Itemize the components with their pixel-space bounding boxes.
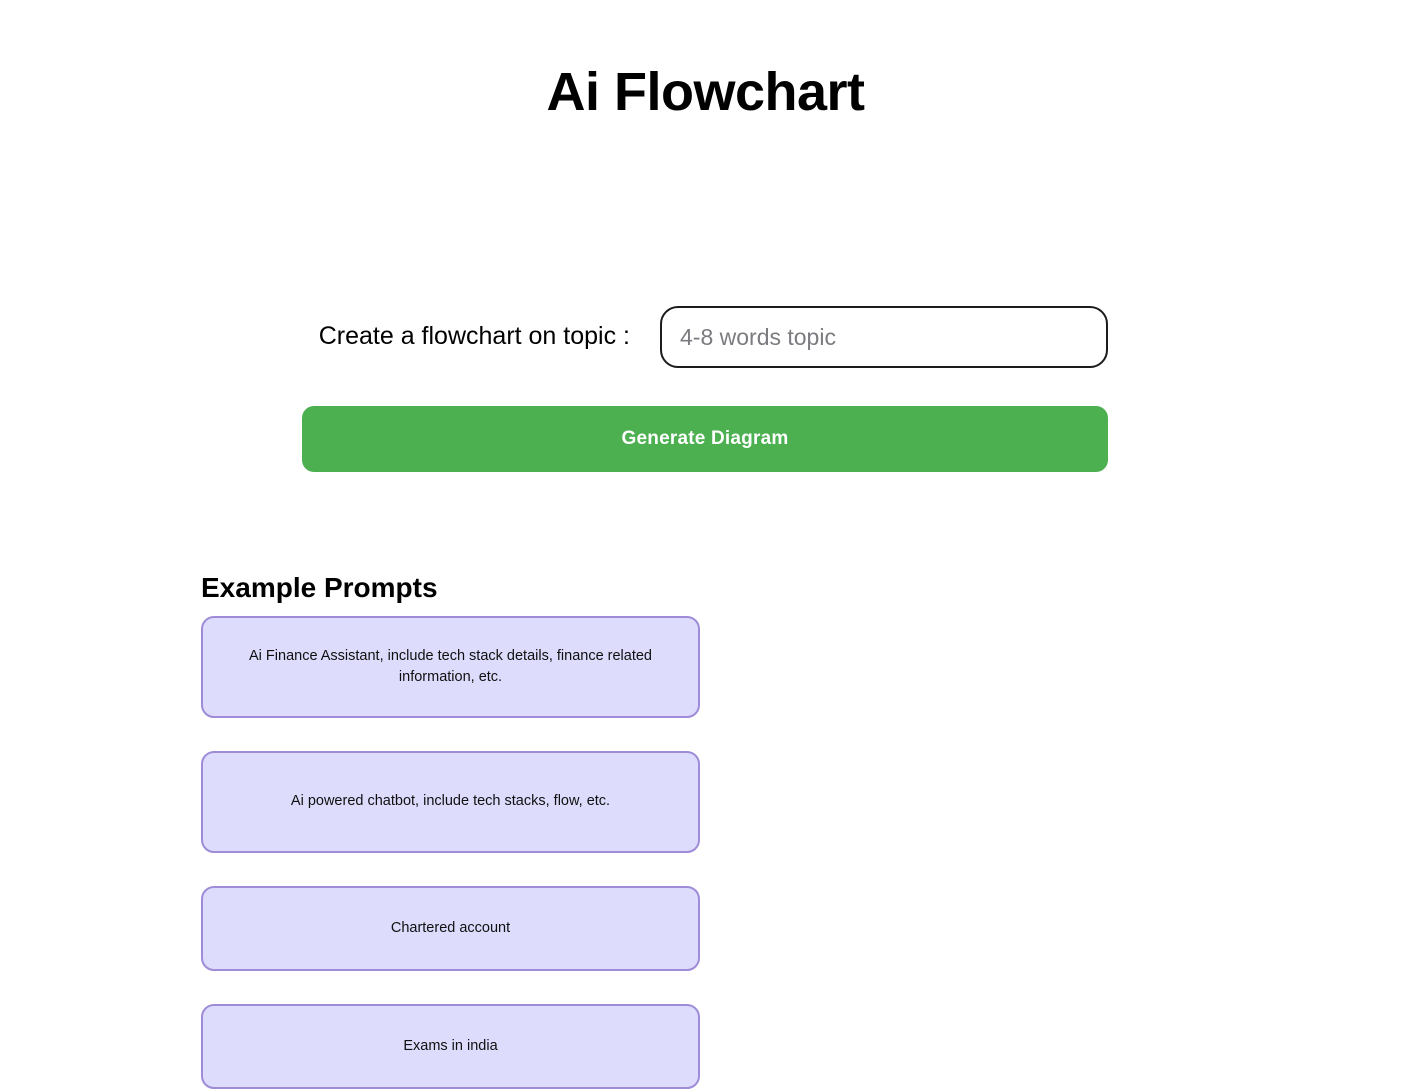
example-prompt-card-4-label: Exams in india bbox=[403, 1037, 498, 1054]
topic-input[interactable] bbox=[660, 306, 1108, 368]
example-prompt-card-3-label: Chartered account bbox=[390, 919, 511, 936]
topic-label: Create a flowchart on topic : bbox=[318, 322, 630, 350]
example-prompt-card-4[interactable]: Exams in india bbox=[201, 1004, 700, 1089]
example-prompts-heading: Example Prompts bbox=[201, 572, 438, 604]
example-prompt-card-3[interactable]: Chartered account bbox=[201, 886, 700, 971]
example-prompt-card-1-label: Ai Finance Assistant, include tech stack… bbox=[249, 647, 652, 685]
example-prompts-grid: Ai Finance Assistant, include tech stack… bbox=[201, 616, 1210, 1089]
example-prompt-card-2-label: Ai powered chatbot, include tech stacks,… bbox=[290, 793, 611, 810]
topic-input-row: Create a flowchart on topic : bbox=[302, 306, 1108, 368]
page-title: Ai Flowchart bbox=[546, 62, 865, 123]
app-root: Ai Flowchart Create a flowchart on topic… bbox=[201, 62, 1108, 1089]
example-prompt-card-1[interactable]: Ai Finance Assistant, include tech stack… bbox=[201, 616, 700, 718]
generate-diagram-button[interactable]: Generate Diagram bbox=[302, 406, 1108, 472]
example-prompt-card-2[interactable]: Ai powered chatbot, include tech stacks,… bbox=[201, 751, 700, 853]
